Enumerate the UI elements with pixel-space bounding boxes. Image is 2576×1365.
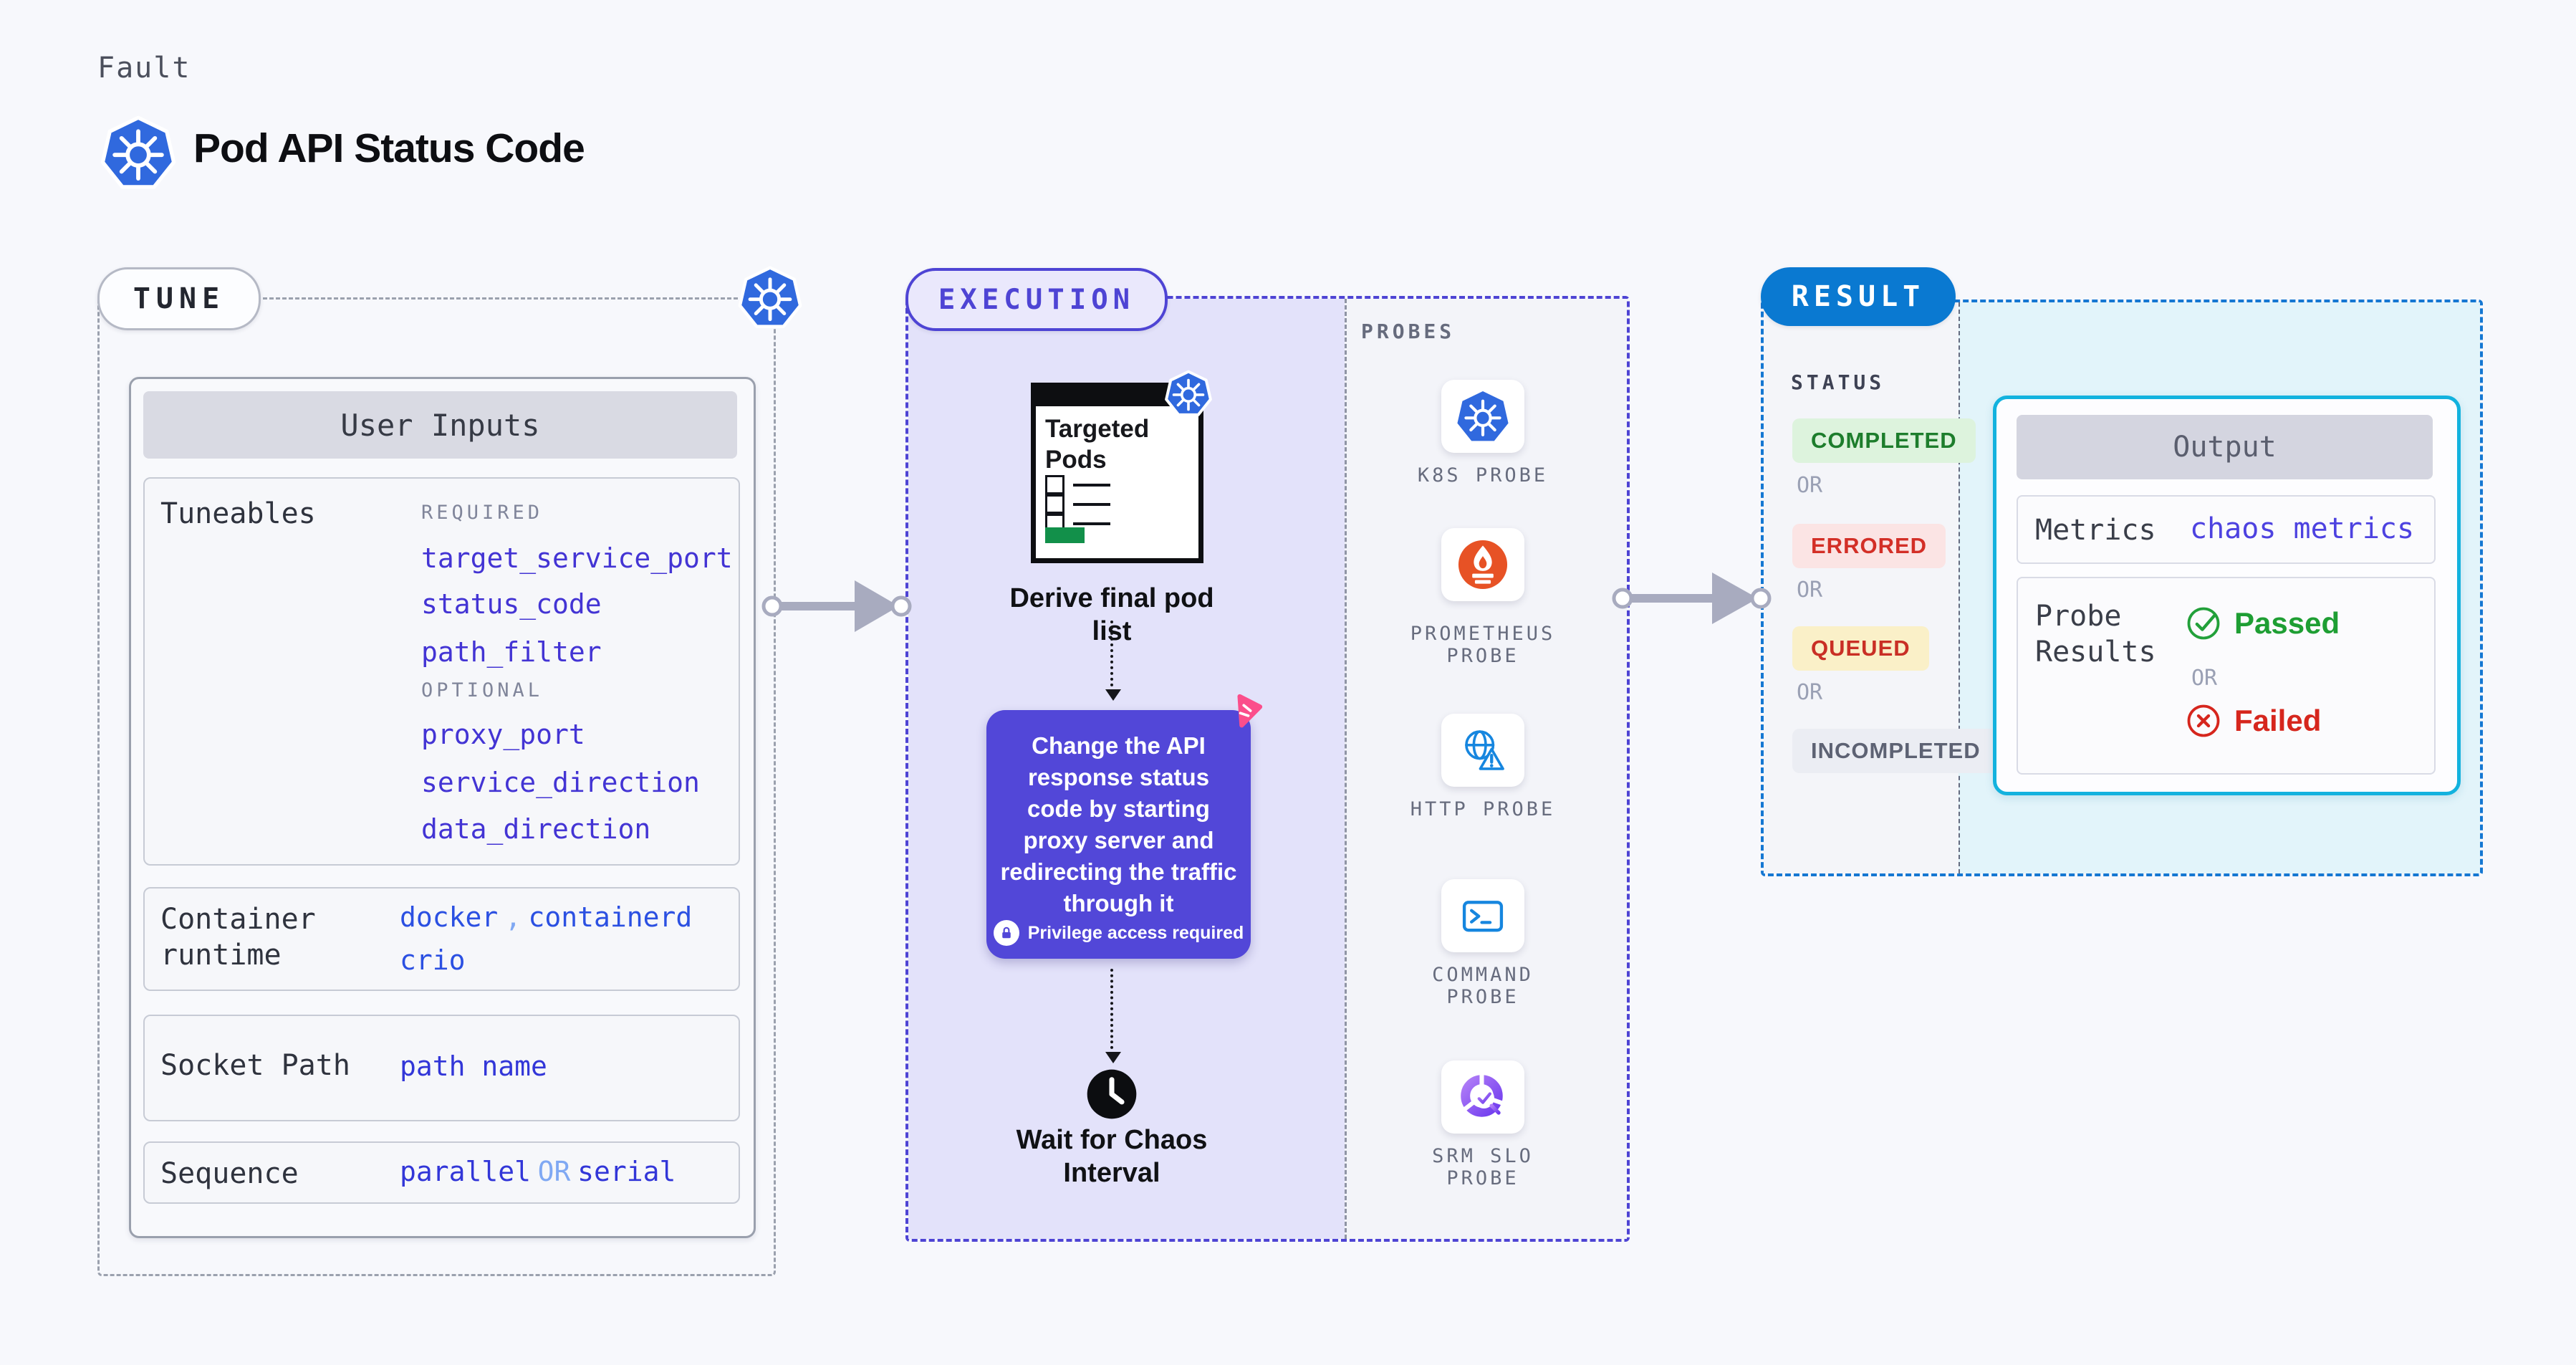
tune-section-box (97, 297, 776, 1276)
probes-label: PROBES (1361, 320, 1456, 343)
chaos-action-box: Change the API response status code by s… (986, 710, 1251, 959)
checkbox-icon (1045, 475, 1064, 494)
tuneable-link-path-filter[interactable]: path_filter (421, 636, 602, 668)
chaos-logo-icon (1226, 694, 1264, 731)
probe-label-http: HTTP PROBE (1410, 798, 1556, 820)
check-circle-icon (2184, 604, 2223, 643)
probe-label-command: COMMAND PROBE (1432, 964, 1534, 1008)
chaos-metrics-link[interactable]: chaos metrics (2190, 512, 2415, 545)
arrow-down-icon (1105, 689, 1121, 701)
status-panel (1764, 302, 1959, 873)
sequence-serial[interactable]: serial (577, 1156, 676, 1187)
probe-card-command (1441, 879, 1524, 952)
tuneable-link-status-code[interactable]: status_code (421, 588, 602, 620)
passed-text: Passed (2234, 606, 2340, 640)
slo-gauge-icon (1456, 1070, 1510, 1124)
tuneable-link-proxy-port[interactable]: proxy_port (421, 719, 585, 750)
x-circle-icon (2184, 701, 2223, 740)
status-badge-completed: COMPLETED (1792, 418, 1976, 463)
user-inputs-header: User Inputs (143, 391, 737, 459)
tuneables-label: Tuneables (160, 497, 316, 530)
green-button[interactable] (1045, 527, 1085, 543)
probe-card-prometheus (1441, 528, 1524, 601)
container-runtime-box (143, 887, 740, 991)
sequence-label: Sequence (160, 1157, 299, 1190)
probe-results-label: Probe Results (2035, 600, 2156, 669)
tune-pill: TUNE (97, 267, 261, 330)
required-label: REQUIRED (421, 502, 544, 524)
terminal-icon (1457, 890, 1509, 942)
tuneable-link-target-service-port[interactable]: target_service_port (421, 542, 733, 574)
runtime-crio[interactable]: crio (400, 944, 466, 976)
container-runtime-values: docker , containerd (400, 901, 692, 933)
probe-card-http (1441, 714, 1524, 787)
pod-list-item (1045, 494, 1110, 514)
sequence-box (143, 1141, 740, 1204)
status-badge-incompleted: INCOMPLETED (1792, 729, 1999, 773)
list-line (1073, 483, 1110, 487)
targeted-pods-window: Targeted Pods (1031, 383, 1203, 563)
targeted-pods-title: Targeted Pods (1045, 415, 1150, 474)
tuneables-box (143, 477, 740, 866)
status-badge-errored: ERRORED (1792, 524, 1946, 568)
fault-kicker: Fault (97, 52, 191, 85)
kubernetes-icon (1456, 389, 1510, 444)
output-card: Output Metrics chaos metrics Probe Resul… (1993, 396, 2461, 795)
metrics-label: Metrics (2035, 514, 2156, 547)
pod-list-item (1045, 475, 1110, 494)
privilege-note: Privilege access required (1027, 922, 1244, 943)
or-separator: OR (1797, 473, 1823, 498)
or-separator: OR (1797, 680, 1823, 705)
socket-path-label: Socket Path (160, 1049, 350, 1082)
runtime-docker[interactable]: docker (400, 901, 499, 933)
probe-results-row: Probe Results Passed OR (2017, 577, 2436, 775)
dotted-connector (1110, 621, 1113, 686)
tuneable-link-data-direction[interactable]: data_direction (421, 813, 651, 845)
runtime-containerd[interactable]: containerd (528, 901, 693, 933)
socket-path-value[interactable]: path name (400, 1050, 547, 1082)
lock-icon (993, 920, 1019, 946)
sequence-or: OR (537, 1156, 571, 1187)
metrics-row: Metrics chaos metrics (2017, 495, 2436, 564)
probe-card-srm-slo (1441, 1060, 1524, 1134)
privilege-row: Privilege access required (986, 920, 1251, 946)
probe-label-prometheus: PROMETHEUS PROBE (1410, 623, 1556, 667)
list-line (1073, 502, 1110, 506)
status-badge-queued: QUEUED (1792, 626, 1929, 671)
execution-pill: EXECUTION (905, 268, 1168, 331)
sequence-values: parallel OR serial (400, 1156, 676, 1187)
probe-label-srm-slo: SRM SLO PROBE (1432, 1145, 1534, 1189)
kubernetes-icon (100, 115, 176, 191)
chaos-action-text: Change the API response status code by s… (1000, 732, 1237, 916)
prometheus-icon (1456, 538, 1509, 591)
list-line (1073, 522, 1110, 525)
page-title: Pod API Status Code (193, 125, 585, 171)
or-separator: OR (2191, 666, 2218, 691)
dotted-connector (1110, 969, 1113, 1049)
sequence-parallel[interactable]: parallel (400, 1156, 532, 1187)
arrow-execution-to-result (1612, 565, 1772, 631)
kubernetes-icon (1165, 370, 1212, 417)
clock-icon (1084, 1066, 1140, 1122)
checkbox-icon (1045, 494, 1064, 514)
probe-label-k8s: K8S PROBE (1417, 464, 1549, 487)
globe-warning-icon (1457, 724, 1509, 776)
runtime-separator: , (504, 901, 522, 933)
failed-indicator: Failed (2184, 701, 2321, 740)
result-pill: RESULT (1761, 267, 1956, 326)
tuneable-link-service-direction[interactable]: service_direction (421, 767, 700, 798)
optional-label: OPTIONAL (421, 679, 544, 701)
wait-chaos-interval-step: Wait for Chaos Interval (1016, 1125, 1208, 1188)
output-header: Output (2017, 415, 2433, 479)
failed-text: Failed (2234, 704, 2322, 737)
socket-path-box (143, 1015, 740, 1121)
container-runtime-label: Container runtime (160, 903, 316, 972)
probe-card-k8s (1441, 380, 1524, 453)
arrow-tune-to-execution (761, 573, 912, 639)
passed-indicator: Passed (2184, 604, 2340, 643)
or-separator: OR (1797, 578, 1823, 603)
kubernetes-icon (738, 265, 802, 330)
arrow-down-icon (1105, 1052, 1121, 1063)
status-header: STATUS (1791, 370, 1885, 394)
